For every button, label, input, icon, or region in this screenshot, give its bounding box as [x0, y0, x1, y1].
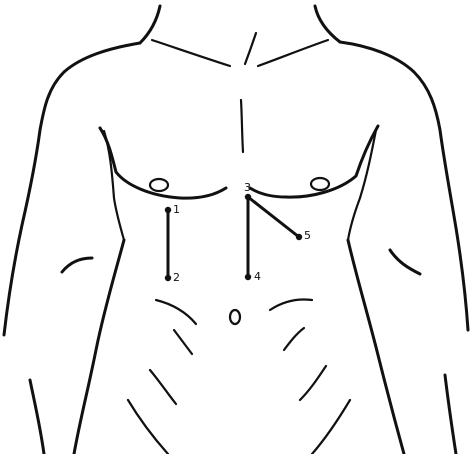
marker-line-3-5	[248, 197, 299, 237]
sternal-notch	[245, 33, 256, 64]
marker-label-4: 4	[254, 270, 261, 283]
left-nipple	[150, 179, 168, 191]
left-shoulder-outline	[4, 43, 140, 335]
neck-left-line	[140, 6, 160, 43]
left-deltoid-line	[104, 131, 124, 240]
marker-label-1: 1	[173, 203, 180, 216]
sternum-line	[241, 100, 243, 152]
navel	[230, 310, 240, 324]
right-nipple	[311, 178, 329, 190]
right-ab-line-2	[284, 328, 304, 350]
right-lower-line	[312, 400, 350, 454]
marker-dot-1	[165, 207, 171, 213]
left-flank	[74, 240, 124, 454]
marker-dot-5	[296, 234, 302, 240]
marker-dot-4	[245, 274, 251, 280]
left-inner-arm	[62, 258, 92, 272]
right-clavicle	[258, 40, 328, 66]
marker-label-3: 3	[244, 181, 251, 194]
marker-dot-2	[165, 275, 171, 281]
right-arm-lower	[445, 375, 456, 454]
left-oblique	[150, 370, 176, 404]
right-pec-outline	[250, 126, 378, 197]
right-ab-line-1	[270, 299, 312, 310]
right-oblique	[300, 366, 326, 400]
neck-right-line	[315, 6, 340, 42]
marker-dot-3	[245, 194, 251, 200]
left-arm-lower	[30, 380, 44, 454]
left-ab-line-1	[156, 300, 196, 324]
left-lower-line	[128, 400, 168, 454]
left-clavicle	[152, 40, 230, 66]
marker-label-2: 2	[173, 271, 180, 284]
right-inner-arm	[390, 250, 420, 274]
marker-label-5: 5	[304, 229, 311, 242]
right-flank	[348, 240, 404, 454]
right-deltoid-line	[348, 130, 376, 240]
left-pec-outline	[100, 128, 226, 198]
left-ab-line-2	[174, 330, 192, 354]
